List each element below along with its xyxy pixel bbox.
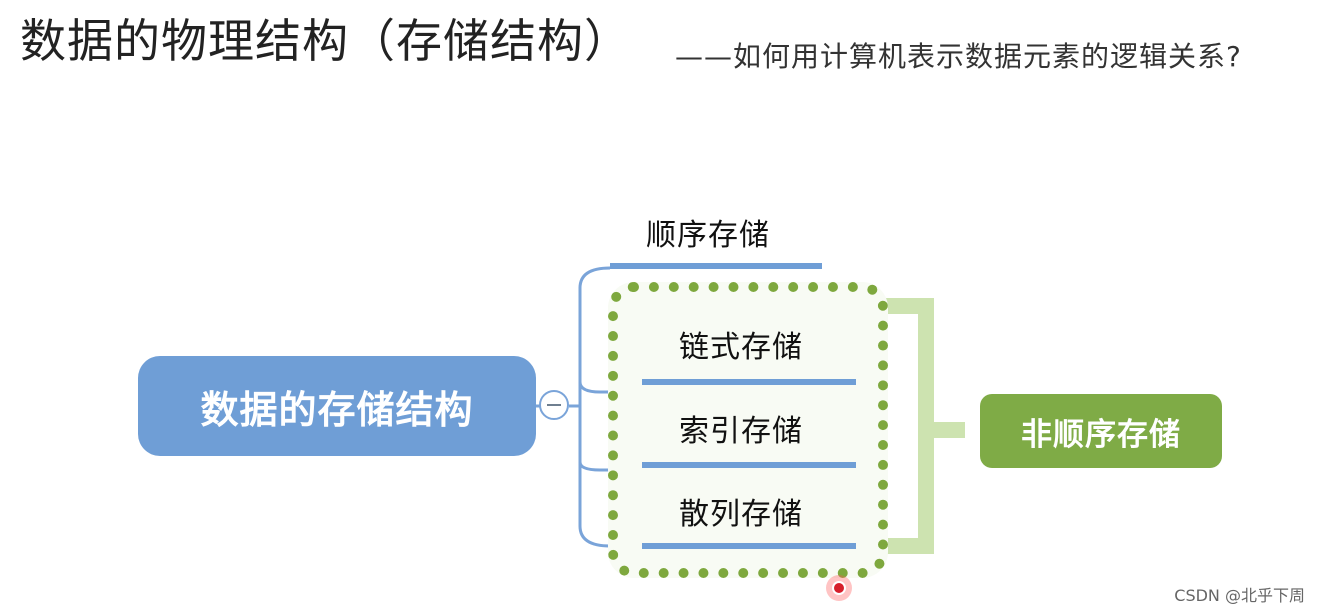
branch-label-sequential: 顺序存储 bbox=[646, 218, 770, 253]
non-sequential-storage-node: 非顺序存储 bbox=[980, 394, 1222, 468]
storage-structure-node: 数据的存储结构 bbox=[138, 356, 536, 456]
branch-connector-middle-top bbox=[578, 381, 642, 394]
page-subtitle: ——如何用计算机表示数据元素的逻辑关系? bbox=[675, 40, 1242, 73]
branch-connector-middle-bottom bbox=[578, 461, 642, 472]
branch-underline-sequential bbox=[610, 263, 822, 269]
group-bracket bbox=[884, 298, 934, 554]
non-sequential-group-box bbox=[608, 282, 888, 578]
branch-connector-path bbox=[578, 266, 611, 548]
branch-label-hashed: 散列存储 bbox=[679, 497, 803, 532]
branch-underline-linked bbox=[642, 379, 856, 385]
pointer-marker-icon bbox=[832, 581, 846, 595]
collapse-toggle-icon[interactable] bbox=[539, 390, 569, 420]
branch-underline-hashed bbox=[642, 543, 856, 549]
branch-label-indexed: 索引存储 bbox=[679, 414, 803, 449]
branch-label-linked: 链式存储 bbox=[679, 330, 803, 365]
branch-underline-indexed bbox=[642, 462, 856, 468]
page-title: 数据的物理结构（存储结构） bbox=[20, 14, 631, 68]
source-watermark: CSDN @北乎下周 bbox=[1174, 586, 1305, 605]
